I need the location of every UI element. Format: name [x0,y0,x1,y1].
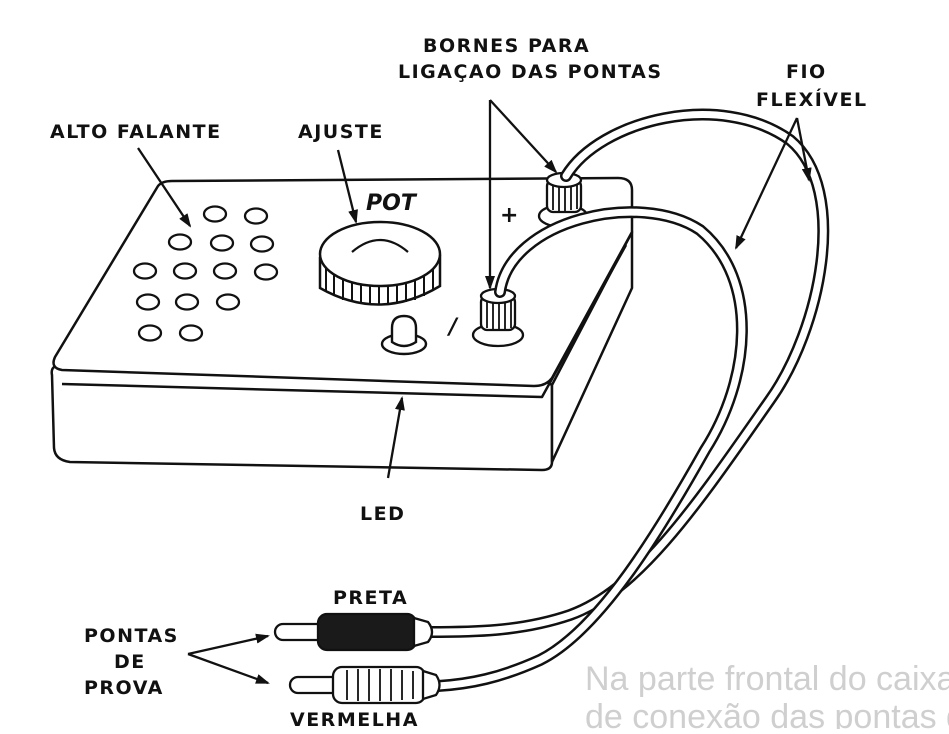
label-probes-line3: PROVA [84,677,164,699]
label-black-probe: PRETA [333,587,408,609]
speaker-hole [209,234,235,252]
probe-red [288,665,441,705]
label-probes-line2: DE [114,651,146,673]
label-probes-line1: PONTAS [84,625,179,647]
speaker-grille [132,205,279,342]
label-wire-line2: FLEXÍVEL [756,88,868,111]
arrow-probe-black [187,633,270,656]
label-speaker: ALTO FALANTE [50,121,222,143]
potentiometer-knob [318,220,442,306]
labels: ALTO FALANTE AJUSTE POT BORNES PARA LIGA… [50,35,868,731]
wire-black-fill [426,111,827,636]
probe-black-collar [412,616,434,648]
box-rim-line [61,244,628,399]
arrow-led [386,396,405,479]
speaker-hole [212,262,238,280]
probe-black [273,612,434,652]
leader-arrows [137,99,812,685]
speaker-hole [132,262,158,280]
speaker-hole [174,293,200,311]
arrow-terminal-plus [489,99,558,174]
arrow-wire-left [734,117,799,250]
label-wire-line1: FIO [786,61,827,83]
speaker-hole [202,205,228,223]
bleed-text-line-2: de conexão das pontas de prova, o alto- [585,698,949,729]
label-pot: POT [366,191,418,216]
speaker-hole [137,324,163,342]
background-bleed-text: Na parte frontal do caixa ficam os borne… [585,660,949,734]
knob-knurling [325,262,434,305]
label-red-probe: VERMELHA [290,709,419,729]
bleed-text-line-1: Na parte frontal do caixa ficam os borne… [585,660,949,698]
terminal-positive-ribs [552,183,578,211]
speaker-hole [167,233,193,251]
label-terminals-line1: BORNES PARA [423,35,590,57]
probe-red-ribs [346,669,414,701]
probe-red-collar [421,669,441,701]
flexible-wires [424,108,830,692]
arrow-speaker [137,147,192,228]
label-led: LED [360,503,405,525]
label-adjust: AJUSTE [298,121,384,143]
label-plus: + [500,203,518,228]
label-terminals-line2: LIGAÇAO DAS PONTAS [398,61,663,83]
led-indicator [380,314,428,356]
speaker-hole [253,263,279,281]
speaker-hole [172,262,198,280]
speaker-hole [215,293,241,311]
knob-top [318,220,442,288]
terminal-negative-ribs [486,299,512,329]
label-minus: / [446,315,459,340]
speaker-hole [135,293,161,311]
arrow-probe-red [187,652,270,685]
speaker-hole [178,324,204,342]
wire-red-fill [434,208,746,690]
speaker-hole [249,235,275,253]
arrow-adjust [336,149,358,224]
knob-top-groove [351,239,409,253]
arrow-wire-right [795,117,812,182]
probe-black-handle [316,612,418,652]
speaker-hole [243,207,269,225]
led-dome [390,314,418,348]
